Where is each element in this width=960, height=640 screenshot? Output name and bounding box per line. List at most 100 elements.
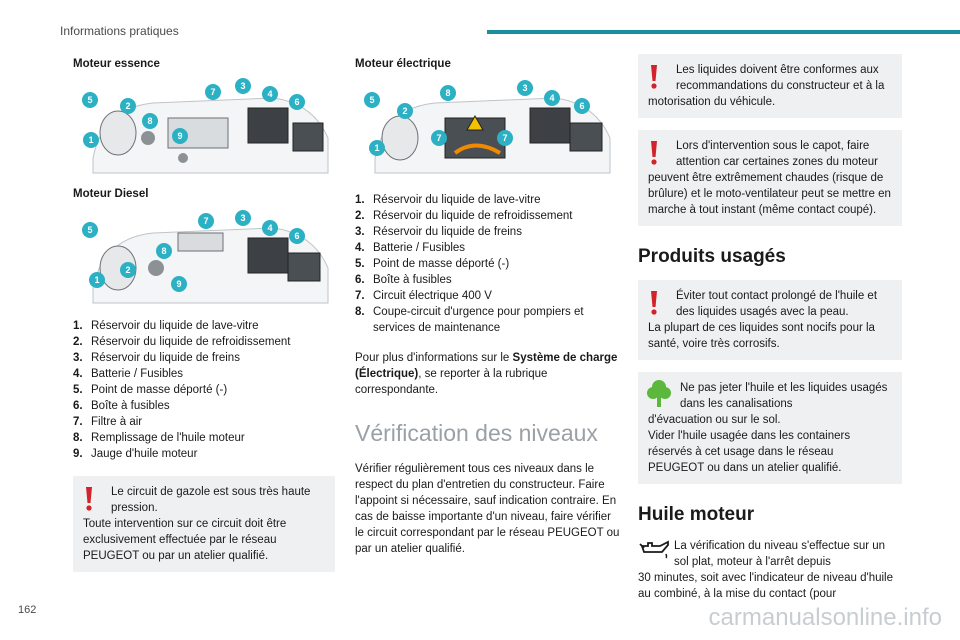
column-1: Moteur essence 5 2 7 3 4 6 8 9 1 Moteur Diesel: [73, 58, 335, 572]
list-item: 3. Réservoir du liquide de freins: [355, 224, 620, 240]
list-item: 2. Réservoir du liquide de refroidissemen…: [355, 208, 620, 224]
item-number: 2.: [73, 336, 83, 348]
warning-first-text: Éviter tout contact prolongé de l'huile …: [676, 290, 878, 318]
item-number: 8.: [355, 306, 365, 318]
info-prefix: Pour plus d'informations sur le: [355, 352, 513, 364]
svg-text:7: 7: [436, 133, 441, 143]
svg-text:6: 6: [294, 97, 299, 107]
item-text: Boîte à fusibles: [91, 400, 170, 412]
item-number: 5.: [355, 258, 365, 270]
item-number: 3.: [355, 226, 365, 238]
svg-text:2: 2: [125, 101, 130, 111]
list-item: 4. Batterie / Fusibles: [355, 240, 620, 256]
huile-moteur-title: Huile moteur: [638, 504, 755, 525]
item-number: 2.: [355, 210, 365, 222]
info-bold-link: Système de charge (Électrique): [355, 352, 618, 380]
item-text: Réservoir du liquide de lave-vitre: [91, 320, 259, 332]
item-text: Filtre à air: [91, 416, 143, 428]
item-text: Réservoir du liquide de refroidissement: [373, 210, 573, 222]
electric-title: Moteur électrique: [355, 58, 451, 70]
item-text: Point de masse déporté (-): [373, 258, 510, 270]
list-item: 7. Filtre à air: [73, 414, 335, 430]
warning-exclamation-icon: [86, 487, 92, 511]
list-item: 5. Point de masse déporté (-): [355, 256, 620, 272]
item-number: 1.: [73, 320, 83, 332]
svg-text:4: 4: [267, 223, 272, 233]
watermark: carmanualsonline.info: [708, 604, 942, 631]
item-text: Réservoir du liquide de lave-vitre: [373, 194, 541, 206]
svg-text:4: 4: [549, 93, 554, 103]
oil-check-rest: 30 minutes, soit avec l'indicateur de ni…: [638, 572, 893, 600]
svg-text:4: 4: [267, 89, 272, 99]
warning-exclamation-icon: [651, 291, 657, 315]
warning-rest-text: Toute intervention sur ce circuit doit ê…: [83, 518, 287, 562]
eco-disposal-box: Ne pas jeter l'huile et les liquides usa…: [638, 372, 902, 484]
item-number: 6.: [355, 274, 365, 286]
page-number: 162: [18, 604, 37, 616]
diesel-title: Moteur Diesel: [73, 188, 149, 200]
eco-rest-text-2: Vider l'huile usagée dans les containers…: [648, 430, 851, 474]
essence-title: Moteur essence: [73, 58, 160, 70]
svg-text:5: 5: [87, 95, 92, 105]
electric-parts-list: 1. Réservoir du liquide de lave-vitre 2. R…: [355, 192, 620, 336]
svg-text:3: 3: [240, 213, 245, 223]
svg-text:3: 3: [522, 83, 527, 93]
item-number: 7.: [73, 416, 83, 428]
item-number: 4.: [355, 242, 365, 254]
svg-text:6: 6: [579, 101, 584, 111]
svg-text:8: 8: [445, 88, 450, 98]
header-bar: [487, 30, 960, 34]
column-3: Les liquides doivent être conformes aux …: [638, 54, 902, 602]
produits-usages-title: Produits usagés: [638, 246, 786, 267]
svg-text:1: 1: [88, 135, 93, 145]
svg-text:5: 5: [369, 95, 374, 105]
diesel-engine-diagram: 5 2 7 3 4 6 8 9 1: [73, 208, 335, 308]
liquids-warning-box: Les liquides doivent être conformes aux …: [638, 54, 902, 118]
oil-can-icon: [639, 540, 669, 559]
item-text: Remplissage de l'huile moteur: [91, 432, 245, 444]
item-text: Jauge d'huile moteur: [91, 448, 198, 460]
svg-text:2: 2: [125, 265, 130, 275]
svg-text:1: 1: [94, 275, 99, 285]
list-item: 2.Réservoir du liquide de refroidissemen…: [73, 334, 335, 350]
header-title: Informations pratiques: [60, 24, 179, 38]
svg-text:9: 9: [176, 279, 181, 289]
svg-text:3: 3: [240, 81, 245, 91]
item-text: Boîte à fusibles: [373, 274, 452, 286]
svg-text:6: 6: [294, 231, 299, 241]
diesel-warning-box: Le circuit de gazole est sous très haute…: [73, 476, 335, 572]
list-item: 7.Circuit électrique 400 V: [355, 288, 620, 304]
list-item: 1. Réservoir du liquide de lave-vitre: [355, 192, 620, 208]
item-text: Batterie / Fusibles: [91, 368, 184, 380]
list-item: 8.Remplissage de l'huile moteur: [73, 430, 335, 446]
list-item: 5.Point de masse déporté (-): [73, 382, 335, 398]
engine-parts-list: 1.Réservoir du liquide de lave-vitre 2.R…: [73, 318, 335, 462]
svg-text:7: 7: [502, 133, 507, 143]
item-text: Point de masse déporté (-): [91, 384, 228, 396]
item-number: 1.: [355, 194, 365, 206]
warning-first-text: Les liquides doivent être conformes aux …: [676, 64, 885, 92]
list-item: 8.Coupe-circuit d'urgence pour pompiers …: [355, 304, 620, 336]
svg-text:5: 5: [87, 225, 92, 235]
svg-text:8: 8: [161, 246, 166, 256]
eco-rest-text-1: d'évacuation ou sur le sol.: [648, 414, 781, 426]
item-number: 3.: [73, 352, 83, 364]
item-number: 9.: [73, 448, 83, 460]
list-item: 1. Réservoir du liquide de lave-vitre: [73, 318, 335, 334]
verification-title: Vérification des niveaux: [355, 420, 598, 446]
verification-text: Vérifier régulièrement tous ces niveaux …: [355, 463, 620, 555]
warning-rest-text: peuvent être extrêmement chaudes (risque…: [648, 172, 891, 216]
list-item: 3.Réservoir du liquide de freins: [73, 350, 335, 366]
charge-system-info: Pour plus d'informations sur le Système …: [355, 350, 620, 398]
hood-warning-box: Lors d'intervention sous le capot, faire…: [638, 130, 902, 226]
item-text: Réservoir du liquide de freins: [373, 226, 522, 238]
svg-text:7: 7: [203, 216, 208, 226]
warning-exclamation-icon: [651, 65, 657, 89]
list-item: 9. Jauge d'huile moteur: [73, 446, 335, 462]
svg-text:9: 9: [177, 131, 182, 141]
item-text: Batterie / Fusibles: [373, 242, 466, 254]
warning-first-text: Lors d'intervention sous le capot, faire…: [676, 140, 879, 168]
